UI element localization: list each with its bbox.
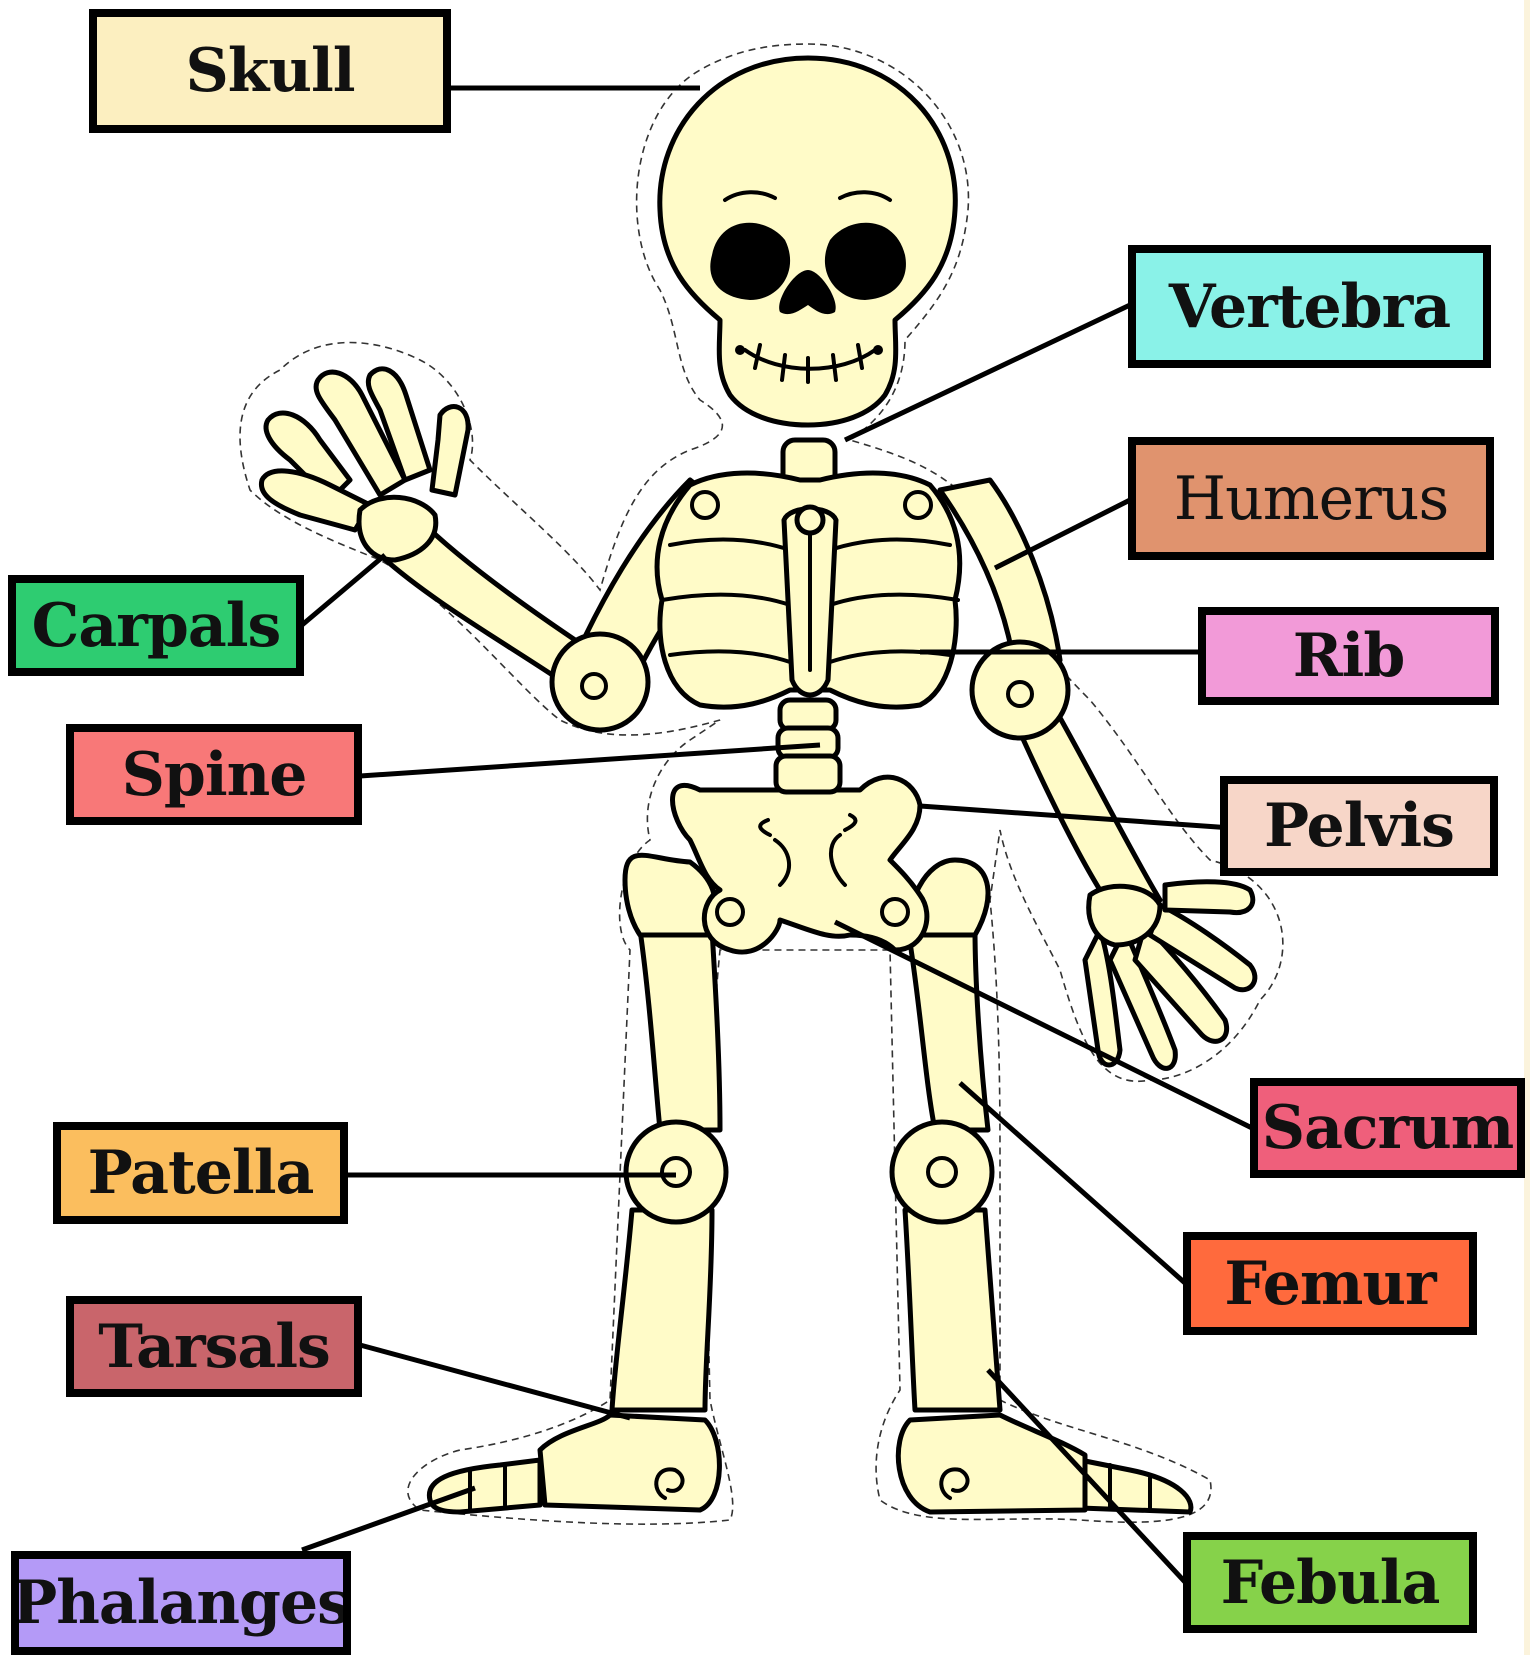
leader-phalanges bbox=[302, 1488, 475, 1550]
right-tibia-bone bbox=[905, 1210, 1000, 1410]
label-spine: Spine bbox=[66, 724, 362, 825]
label-vertebra: Vertebra bbox=[1128, 245, 1491, 368]
label-febula: Febula bbox=[1183, 1532, 1477, 1633]
label-carpals: Carpals bbox=[8, 575, 304, 676]
left-tibia-bone bbox=[612, 1210, 712, 1410]
leader-spine bbox=[360, 745, 820, 776]
leader-carpals bbox=[302, 555, 385, 625]
leader-tarsals bbox=[360, 1345, 630, 1418]
label-rib: Rib bbox=[1198, 607, 1499, 705]
label-sacrum: Sacrum bbox=[1250, 1078, 1525, 1178]
left-toes bbox=[429, 1460, 540, 1512]
right-eye-socket bbox=[825, 223, 906, 300]
label-tarsals: Tarsals bbox=[66, 1296, 362, 1397]
left-hand bbox=[261, 369, 468, 560]
skull-bone bbox=[660, 58, 955, 425]
left-foot bbox=[540, 1415, 719, 1510]
left-femur-bone bbox=[640, 930, 720, 1130]
left-elbow bbox=[552, 634, 648, 730]
label-skull: Skull bbox=[89, 9, 451, 133]
label-pelvis: Pelvis bbox=[1220, 776, 1498, 876]
leader-femur bbox=[960, 1083, 1185, 1283]
ribcage bbox=[657, 473, 960, 707]
right-knee bbox=[892, 1122, 992, 1222]
label-femur: Femur bbox=[1183, 1232, 1477, 1335]
right-hand bbox=[1085, 882, 1255, 1069]
legs bbox=[612, 855, 1000, 1410]
label-humerus: Humerus bbox=[1128, 437, 1494, 560]
left-eye-socket bbox=[710, 223, 790, 300]
right-foot bbox=[898, 1415, 1085, 1512]
left-knee bbox=[626, 1122, 726, 1222]
label-phalanges: Phalanges bbox=[11, 1551, 351, 1655]
right-elbow bbox=[972, 642, 1068, 738]
pelvis-bone bbox=[673, 777, 927, 952]
label-patella: Patella bbox=[53, 1122, 348, 1224]
